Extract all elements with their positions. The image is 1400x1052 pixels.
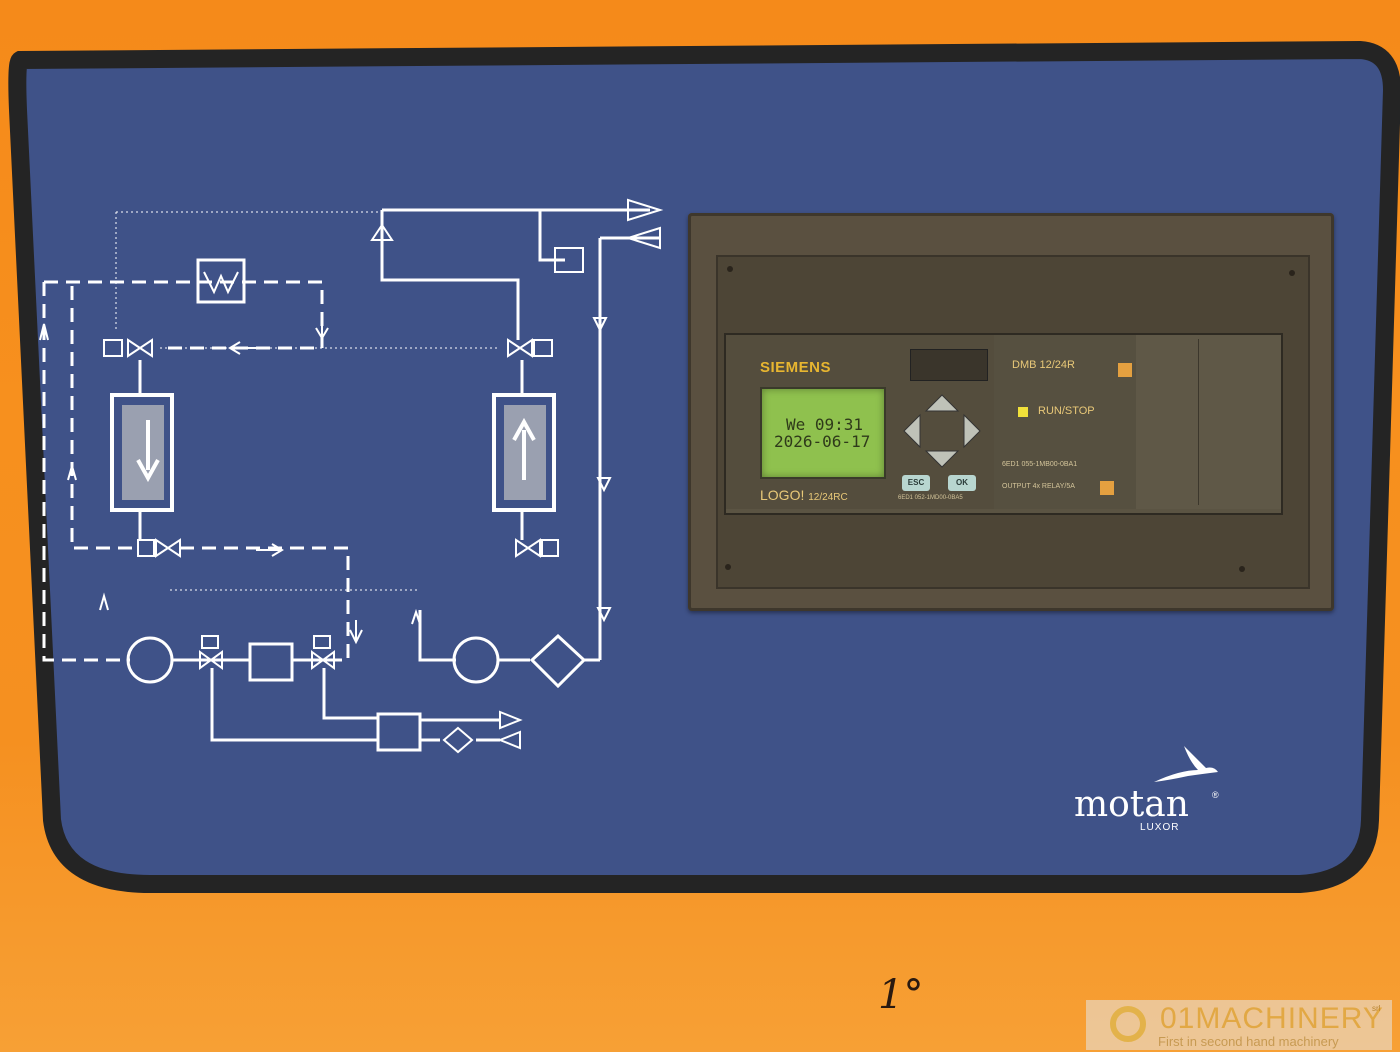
key-down-icon[interactable] (924, 450, 960, 468)
screw-icon (725, 564, 731, 570)
brand-model: LUXOR (1140, 822, 1180, 833)
ok-button[interactable]: OK (948, 475, 976, 491)
expansion-model: DMB 12/24R (1012, 359, 1075, 371)
cover-divider (1198, 339, 1199, 505)
plc-part-number: 6ED1 052-1MD00-0BA5 (898, 495, 963, 501)
lcd-time: We 09:31 (786, 415, 864, 434)
brand-name: motan (1074, 784, 1189, 825)
handwritten-number: 1° (878, 972, 924, 1018)
run-stop-label: RUN/STOP (1038, 405, 1095, 417)
watermark-tagline: First in second hand machinery (1158, 1034, 1339, 1049)
esc-button[interactable]: ESC (902, 475, 930, 491)
plc-blank-cover (1136, 335, 1281, 509)
plc-expansion-module: DMB 12/24R RUN/STOP 6ED1 055-1MB00-0BA1 … (994, 335, 1137, 509)
watermark: 01MACHINERY srl First in second hand mac… (1086, 1000, 1392, 1050)
watermark-logo-icon (1110, 1006, 1146, 1042)
key-right-icon[interactable] (963, 413, 981, 449)
screw-icon (727, 266, 733, 272)
watermark-suffix: srl (1372, 1004, 1381, 1013)
plc-cursor-keys (903, 394, 981, 468)
plc-base-module: SIEMENS We 09:31 2026-06-17 LOGO! 12/24R… (726, 335, 995, 509)
plc-model-main: LOGO! (760, 487, 805, 503)
plc-lcd-display: We 09:31 2026-06-17 (760, 387, 886, 479)
run-stop-led (1018, 407, 1028, 417)
plc-bezel: SIEMENS We 09:31 2026-06-17 LOGO! 12/24R… (688, 213, 1334, 611)
swallow-logo-icon (1154, 746, 1218, 782)
registered-mark: ® (1212, 790, 1219, 800)
lcd-date: 2026-06-17 (774, 432, 871, 451)
memory-card-slot[interactable] (910, 349, 988, 381)
bezel-screws (725, 266, 1295, 572)
plc-brand: SIEMENS (760, 359, 832, 376)
screw-icon (1289, 270, 1295, 276)
status-led-bottom (1100, 481, 1114, 495)
watermark-name: 01MACHINERY (1160, 1002, 1384, 1035)
siemens-logo-plc: SIEMENS We 09:31 2026-06-17 LOGO! 12/24R… (724, 333, 1283, 515)
key-left-icon[interactable] (903, 413, 921, 449)
key-up-icon[interactable] (924, 394, 960, 412)
plc-model: LOGO! 12/24RC (760, 487, 848, 503)
expansion-part-number: 6ED1 055-1MB00-0BA1 (1002, 461, 1078, 468)
screw-icon (1239, 566, 1245, 572)
output-label: OUTPUT 4x RELAY/5A (1002, 483, 1075, 490)
status-led-top (1118, 363, 1132, 377)
plc-model-sub: 12/24RC (808, 492, 848, 503)
